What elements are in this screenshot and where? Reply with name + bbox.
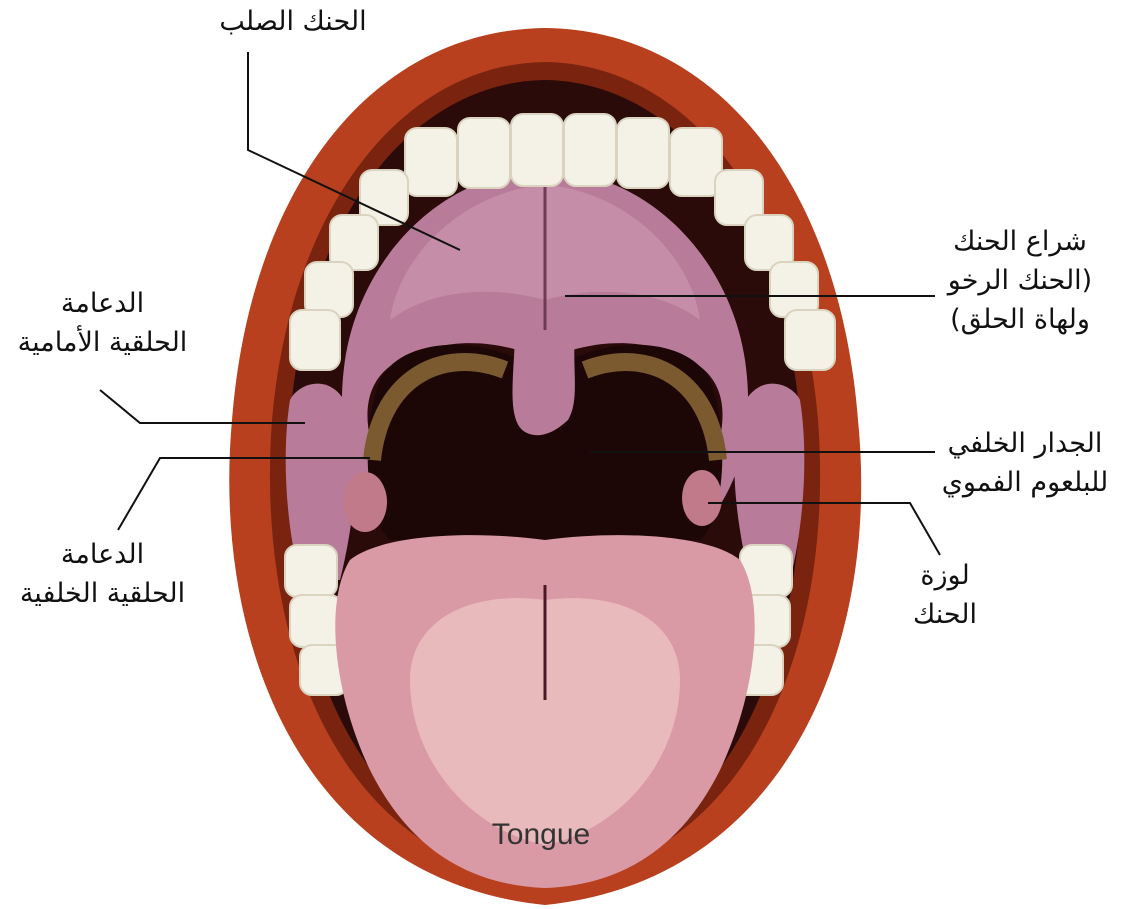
label-line: الحلقية الخلفية <box>0 574 205 613</box>
tonsil-right <box>682 470 722 526</box>
label-pharynx-wall: الجدار الخلفي للبلعوم الفموي <box>930 424 1120 502</box>
label-tonsil: لوزة الحنك <box>895 556 995 634</box>
label-tongue: Tongue <box>476 818 606 852</box>
lower-molar <box>290 595 342 647</box>
label-anterior-arch: الدعامة الحلقية الأمامية <box>0 284 205 362</box>
label-line: لوزة <box>895 556 995 595</box>
label-line: ولهاة الحلق) <box>930 300 1110 339</box>
upper-molar <box>305 262 353 317</box>
label-soft-palate: شراع الحنك (الحنك الرخو ولهاة الحلق) <box>930 222 1110 339</box>
upper-molar <box>785 310 835 370</box>
label-hard-palate: الحنك الصلب <box>188 2 398 41</box>
tonsil-left <box>343 472 387 532</box>
upper-molar <box>770 262 818 317</box>
label-line: الدعامة <box>0 535 205 574</box>
lower-molar <box>285 545 337 597</box>
upper-tooth <box>564 114 616 186</box>
label-line: الدعامة <box>0 284 205 323</box>
label-posterior-arch: الدعامة الحلقية الخلفية <box>0 535 205 613</box>
label-line: الحلقية الأمامية <box>0 323 205 362</box>
uvula <box>513 330 576 435</box>
upper-tooth <box>405 128 457 196</box>
label-line: الحنك <box>895 595 995 634</box>
label-line: للبلعوم الفموي <box>930 463 1120 502</box>
label-line: الحنك الصلب <box>188 2 398 41</box>
upper-tooth <box>617 118 669 188</box>
upper-tooth <box>511 114 563 186</box>
label-line: (الحنك الرخو <box>930 261 1110 300</box>
label-line: الجدار الخلفي <box>930 424 1120 463</box>
label-line: شراع الحنك <box>930 222 1110 261</box>
upper-molar <box>290 310 340 370</box>
upper-tooth <box>458 118 510 188</box>
